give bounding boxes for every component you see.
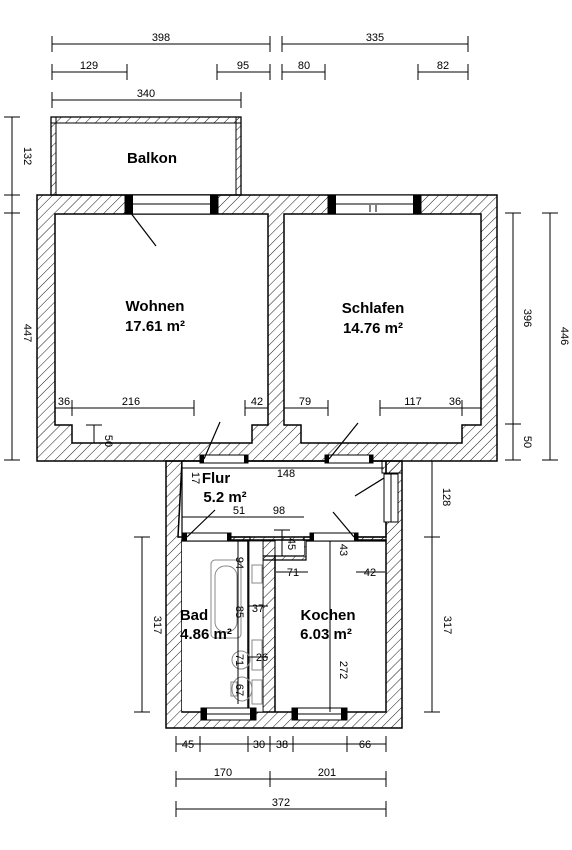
kochen-area: 6.03 m²: [300, 626, 352, 643]
dim-label: 42: [251, 396, 263, 408]
dim-label: 67: [233, 684, 245, 696]
dim-label: 340: [137, 88, 155, 100]
dim-label: 45: [182, 739, 194, 751]
balkon-outline: [50, 116, 242, 196]
dim-label: 201: [318, 767, 336, 779]
flur-label: Flur: [202, 470, 230, 487]
dim-label: 42: [364, 567, 376, 579]
dim-label: 95: [237, 60, 249, 72]
dim-label: 447: [21, 324, 33, 342]
dim-label: 148: [277, 468, 295, 480]
schlafen-area: 14.76 m²: [343, 320, 403, 337]
schlafen-label: Schlafen: [342, 300, 405, 317]
dim-label: 446: [558, 327, 570, 345]
dim-label: 128: [440, 488, 452, 506]
bad-area: 4.86 m²: [180, 626, 232, 643]
dim-label: 216: [122, 396, 140, 408]
dim-label: 50: [521, 436, 533, 448]
dim-label: 17: [189, 472, 201, 484]
dim-label: 132: [21, 147, 33, 165]
dim-label: 79: [299, 396, 311, 408]
dim-label: 37: [252, 603, 264, 615]
dim-label: 30: [253, 739, 265, 751]
wohnen-label: Wohnen: [126, 298, 185, 315]
kochen-label: Kochen: [300, 607, 355, 624]
dim-label: 372: [272, 797, 290, 809]
balkon-label: Balkon: [127, 150, 177, 167]
room-labels: Balkon Wohnen 17.61 m² Schlafen 14.76 m²…: [125, 150, 404, 643]
dim-label: 398: [152, 32, 170, 44]
dim-label: 85: [233, 606, 245, 618]
dim-label: 272: [337, 661, 349, 679]
dim-label: 129: [80, 60, 98, 72]
dim-label: 38: [276, 739, 288, 751]
dim-label: 396: [521, 309, 533, 327]
dim-label: 50: [102, 435, 114, 447]
dim-label: 335: [366, 32, 384, 44]
dim-label: 66: [359, 739, 371, 751]
dim-label: 80: [298, 60, 310, 72]
flur-area: 5.2 m²: [203, 489, 246, 506]
dim-label: 317: [441, 616, 453, 634]
dimension-lines: [4, 36, 558, 817]
dim-label: 71: [287, 567, 299, 579]
dim-label: 98: [273, 505, 285, 517]
bad-label: Bad: [180, 607, 208, 624]
dim-label: 36: [449, 396, 461, 408]
dim-label: 45: [285, 538, 297, 550]
bathroom-fixtures: [210, 559, 263, 705]
wohnen-area: 17.61 m²: [125, 318, 185, 335]
dim-label: 36: [58, 396, 70, 408]
dim-label: 317: [151, 616, 163, 634]
dim-label: 94: [233, 557, 245, 569]
dimension-labels: 398 335 129 95 80 82 340 132 447 396 446…: [21, 32, 570, 809]
dim-label: 26: [256, 652, 268, 664]
dim-label: 51: [233, 505, 245, 517]
dim-label: 170: [214, 767, 232, 779]
dim-label: 117: [404, 396, 422, 408]
dim-label: 82: [437, 60, 449, 72]
dim-label: 71: [233, 654, 245, 666]
dim-label: 43: [337, 544, 349, 556]
openings: [124, 194, 422, 721]
